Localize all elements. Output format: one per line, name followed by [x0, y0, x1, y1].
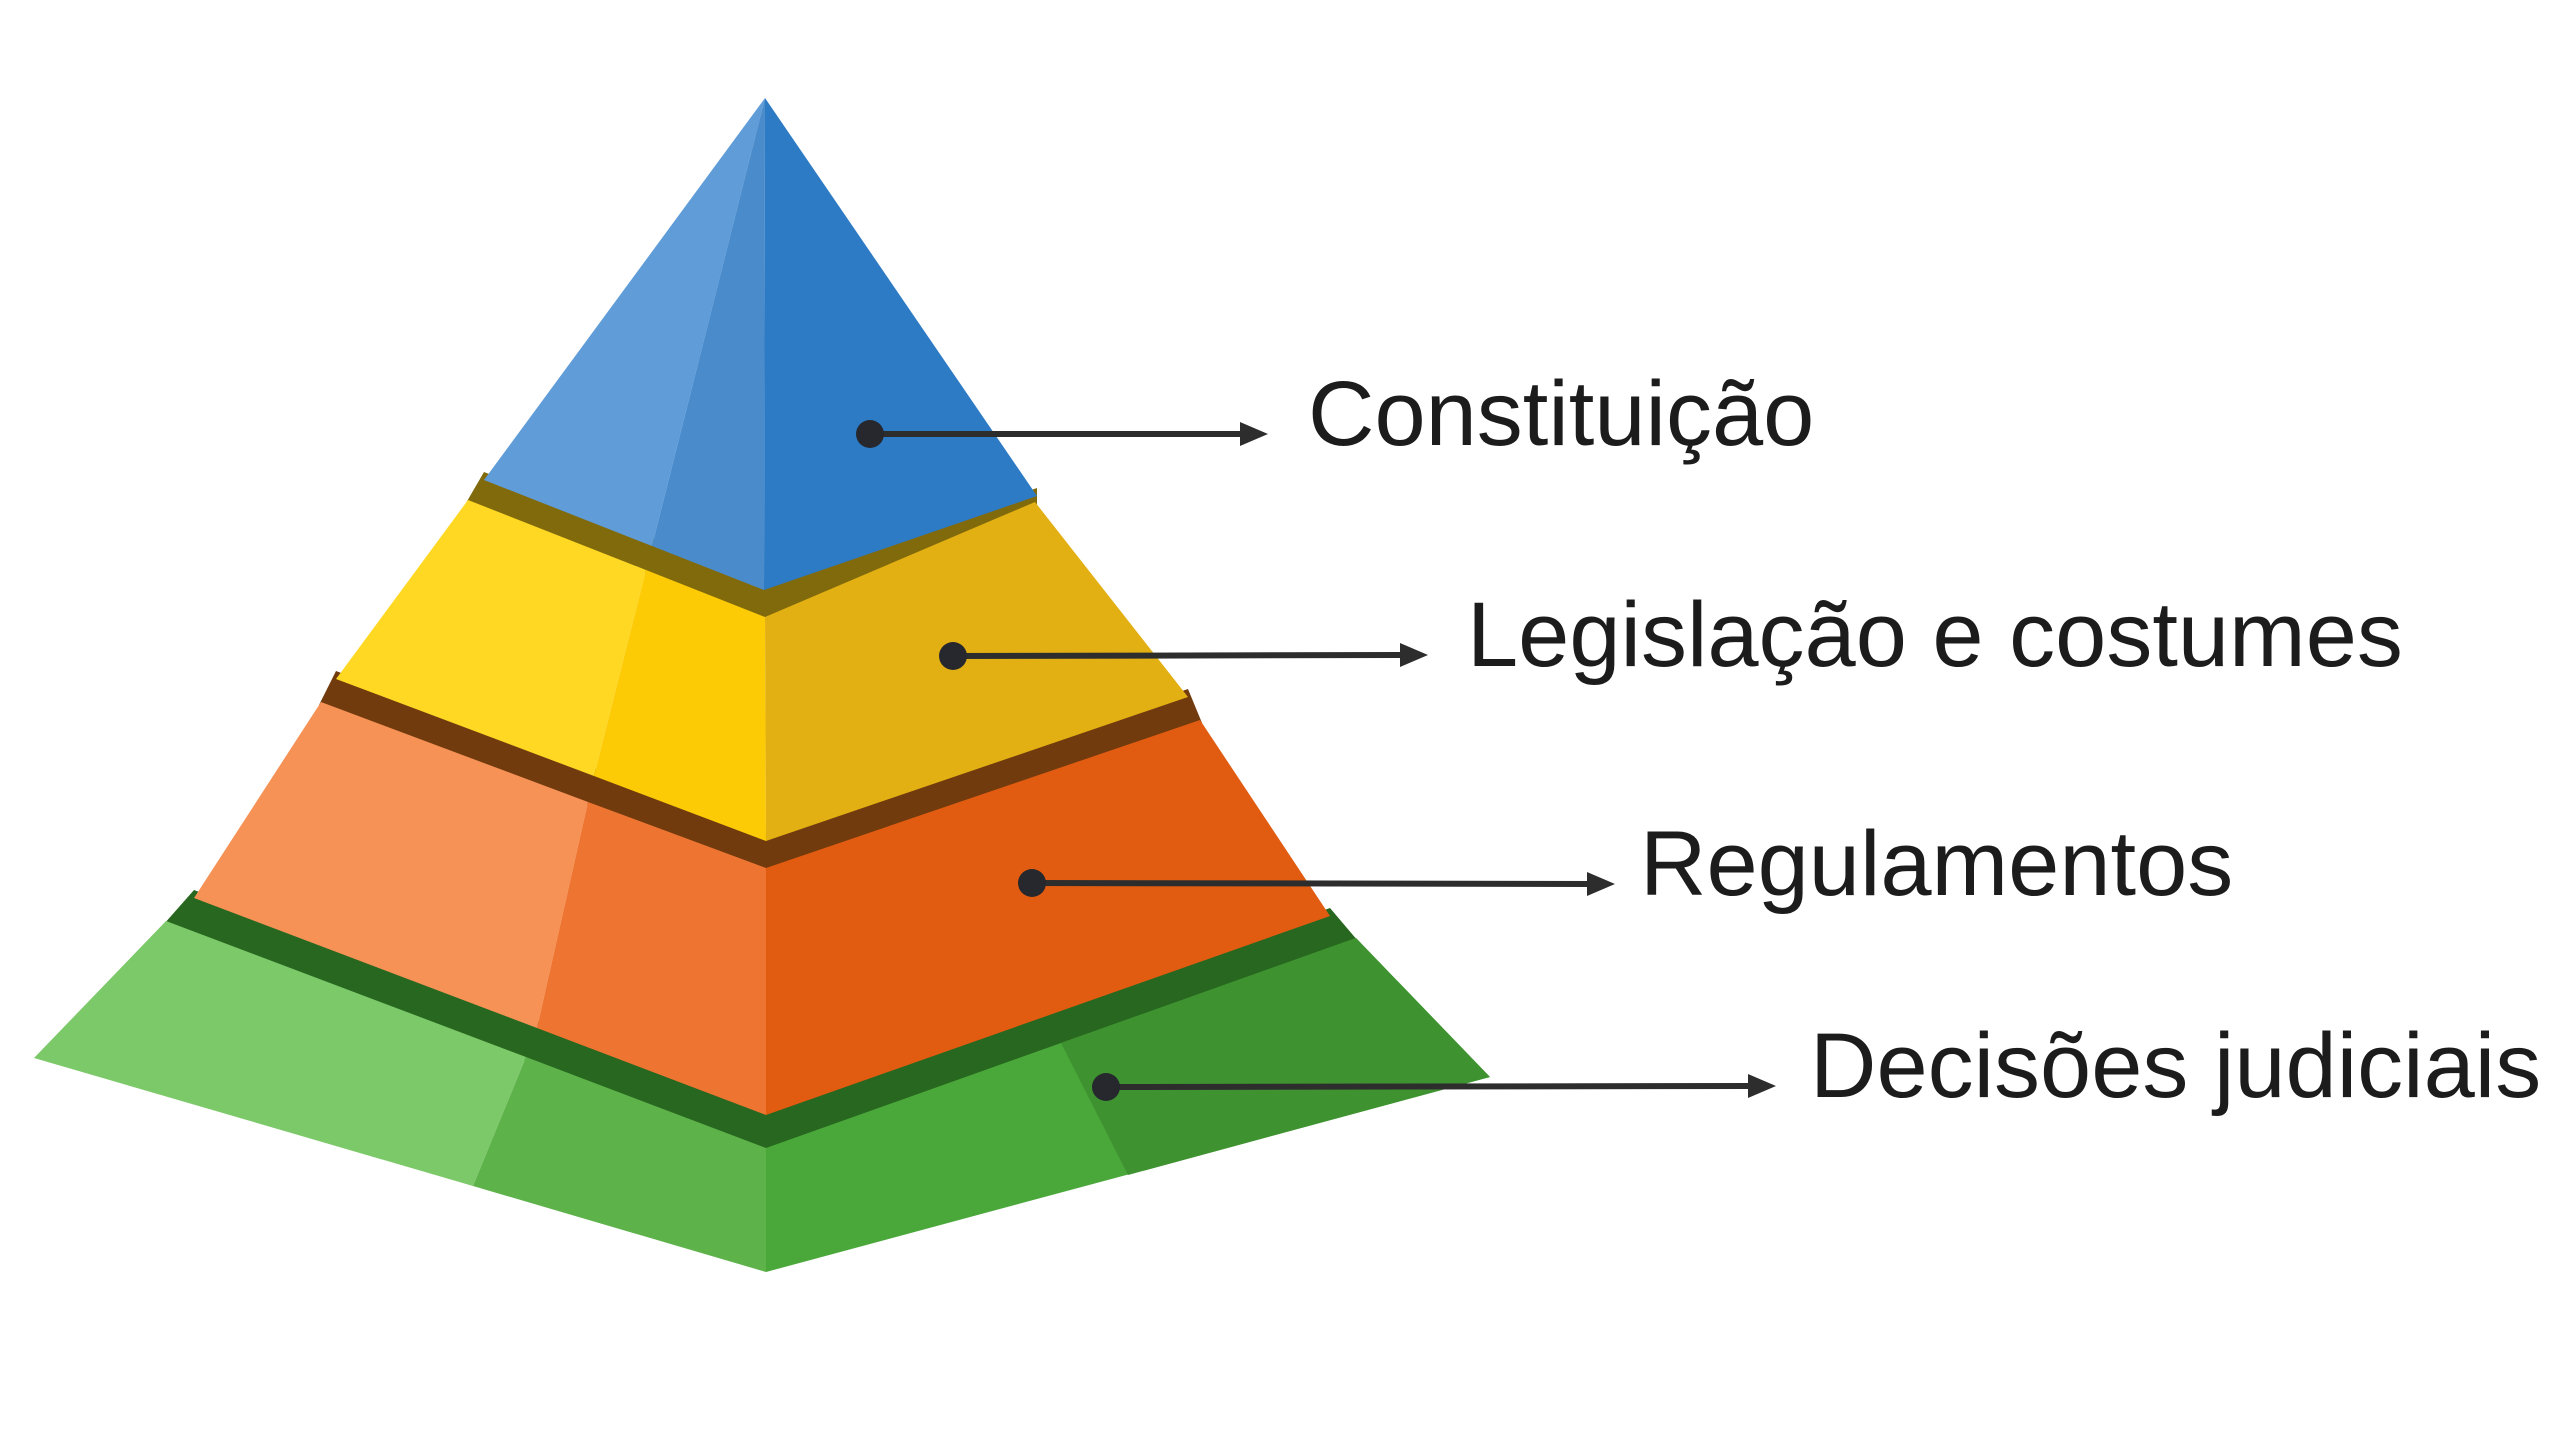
connector-dot: [1018, 869, 1046, 897]
legislacao-right-face: [765, 502, 1188, 841]
connector-legislacao: [939, 642, 1428, 670]
connector-dot: [1092, 1073, 1120, 1101]
decisoes-left-face-shade: [473, 1057, 766, 1272]
arrow-right-icon: [1240, 422, 1268, 446]
decisoes-top-band: [164, 890, 1358, 1152]
arrow-right-icon: [1748, 1074, 1776, 1098]
connector-decisoes: [1092, 1073, 1776, 1101]
connector-line: [952, 652, 1401, 659]
legislacao-left-face-shade: [594, 570, 766, 841]
regulamentos-right-face: [766, 720, 1330, 1115]
decisoes-right-face-shade: [1061, 938, 1490, 1175]
pyramid-level-legislacao: [336, 472, 1188, 841]
level-label-regulamentos: Regulamentos: [1640, 813, 2234, 915]
regulamentos-left-face-shade: [537, 802, 766, 1115]
constituicao-right-face: [764, 98, 1037, 590]
connector-line: [1031, 880, 1588, 887]
level-label-constituicao: Constituição: [1308, 363, 1815, 465]
constituicao-left-face: [484, 98, 765, 546]
constituicao-left-face-shade: [652, 98, 765, 590]
connector-dot: [856, 420, 884, 448]
pyramid-level-decisoes-judiciais: [34, 890, 1490, 1272]
legislacao-left-face: [336, 500, 646, 776]
level-label-decisoes: Decisões judiciais: [1810, 1015, 2542, 1117]
pyramid-level-constituicao: [484, 98, 1037, 590]
decisoes-left-face: [34, 921, 526, 1186]
arrow-right-icon: [1587, 872, 1615, 896]
connector-dot: [939, 642, 967, 670]
connector-constituicao: [856, 420, 1268, 448]
connector-regulamentos: [1018, 869, 1615, 897]
connector-line: [1105, 1083, 1749, 1090]
level-label-legislacao: Legislação e costumes: [1467, 584, 2403, 686]
regulamentos-left-face: [194, 702, 588, 1028]
arrow-right-icon: [1400, 643, 1428, 667]
